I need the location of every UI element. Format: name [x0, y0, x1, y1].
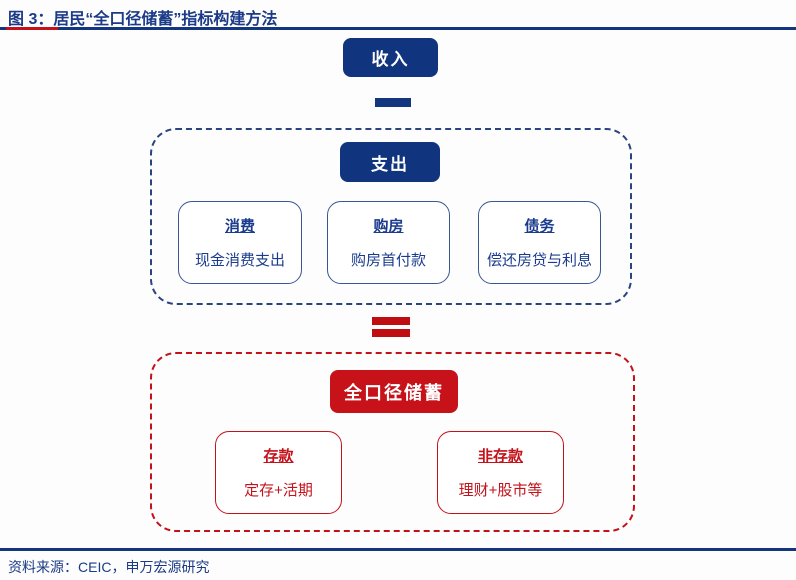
income-node-label: 收入 — [371, 50, 410, 69]
equals-operator-icon — [372, 317, 410, 337]
expense-node: 支出 — [340, 142, 440, 182]
income-node: 收入 — [343, 38, 438, 77]
minus-operator-icon — [375, 98, 411, 107]
title-red-accent-rule — [6, 27, 58, 30]
savings-card-desc: 定存+活期 — [244, 482, 313, 499]
source-note: 资料来源：CEIC，申万宏源研究 — [8, 559, 210, 575]
savings-node-label: 全口径储蓄 — [344, 382, 444, 403]
figure-header: 图 3：居民“全口径储蓄”指标构建方法 — [0, 0, 796, 30]
savings-card-desc: 理财+股市等 — [458, 482, 543, 499]
figure-title: 图 3：居民“全口径储蓄”指标构建方法 — [8, 11, 278, 28]
footer-rule — [0, 548, 796, 551]
savings-group-container — [150, 352, 635, 532]
expense-card-title: 消费 — [224, 218, 255, 235]
expense-group-container — [150, 128, 632, 305]
savings-card-title: 非存款 — [477, 448, 523, 465]
expense-card-desc: 偿还房贷与利息 — [486, 252, 592, 269]
expense-card-desc: 购房首付款 — [350, 252, 426, 269]
savings-card-nondeposit: 非存款 理财+股市等 — [437, 431, 564, 514]
equals-bar-bottom — [372, 329, 410, 337]
expense-node-label: 支出 — [371, 154, 409, 174]
expense-card-title: 购房 — [373, 218, 404, 235]
expense-card-housing: 购房 购房首付款 — [327, 201, 450, 284]
expense-card-consumption: 消费 现金消费支出 — [178, 201, 302, 284]
equals-bar-top — [372, 317, 410, 325]
expense-card-desc: 现金消费支出 — [194, 252, 285, 269]
expense-card-title: 债务 — [524, 218, 555, 235]
savings-card-title: 存款 — [263, 448, 294, 465]
savings-node: 全口径储蓄 — [330, 370, 458, 413]
expense-card-debt: 债务 偿还房贷与利息 — [478, 201, 601, 284]
savings-card-deposit: 存款 定存+活期 — [215, 431, 342, 514]
